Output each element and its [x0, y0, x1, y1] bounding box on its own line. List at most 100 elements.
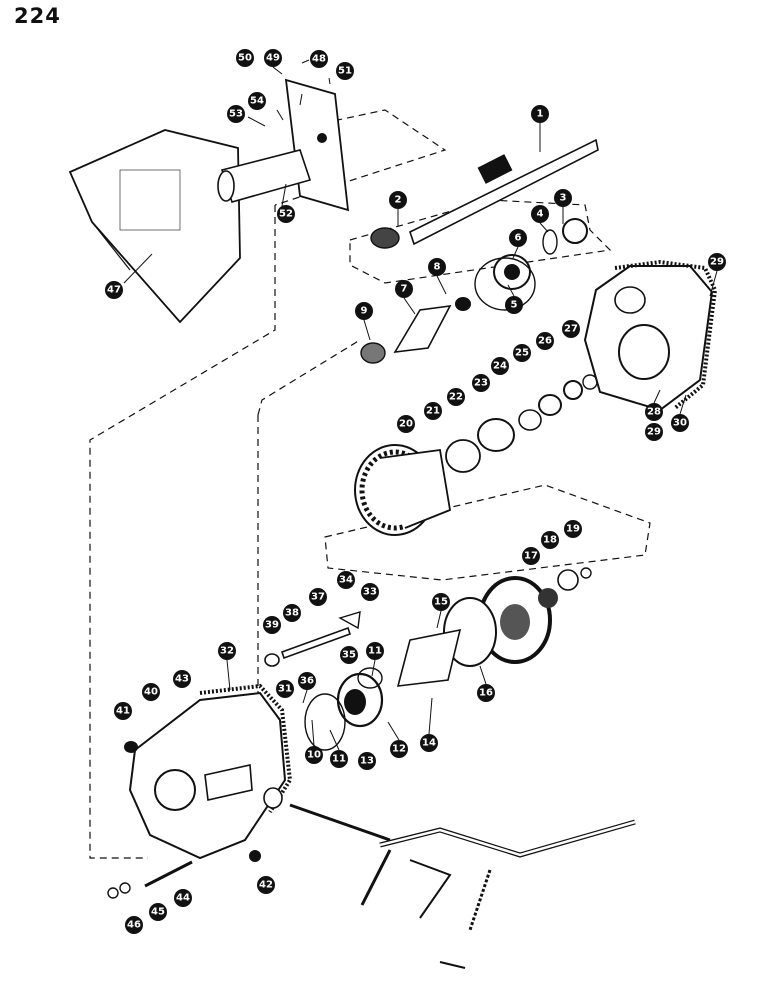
- leader-lines: [123, 59, 718, 751]
- svg-text:43: 43: [175, 674, 189, 685]
- svg-text:35: 35: [342, 650, 356, 661]
- callout-38: 38: [283, 604, 301, 622]
- callout-28: 28: [645, 403, 663, 421]
- svg-text:32: 32: [220, 646, 234, 657]
- callout-48: 48: [310, 50, 328, 68]
- pinion-shaft-part: [360, 305, 452, 364]
- pedal-linkage-part: [289, 803, 636, 969]
- svg-text:7: 7: [401, 284, 408, 295]
- svg-text:26: 26: [538, 336, 552, 347]
- callout-42: 42: [257, 876, 275, 894]
- intermediate-gear-part: [354, 374, 598, 536]
- callout-18: 18: [541, 531, 559, 549]
- callout-41: 41: [114, 702, 132, 720]
- callout-19: 19: [564, 520, 582, 538]
- svg-text:22: 22: [449, 392, 463, 403]
- callout-6: 6: [509, 229, 527, 247]
- svg-text:9: 9: [361, 306, 368, 317]
- svg-text:16: 16: [479, 688, 493, 699]
- svg-text:28: 28: [647, 407, 661, 418]
- callout-47: 47: [105, 281, 123, 299]
- callout-17: 17: [522, 547, 540, 565]
- callout-40: 40: [142, 683, 160, 701]
- callout-35: 35: [340, 646, 358, 664]
- shield-part: [68, 129, 241, 324]
- callout-44: 44: [174, 889, 192, 907]
- page-number: 224: [14, 4, 61, 28]
- callout-23: 23: [472, 374, 490, 392]
- callout-37: 37: [309, 588, 327, 606]
- callout-51: 51: [336, 62, 354, 80]
- svg-text:27: 27: [564, 324, 578, 335]
- svg-text:54: 54: [250, 96, 264, 107]
- callout-10: 10: [305, 746, 323, 764]
- callout-27: 27: [562, 320, 580, 338]
- svg-text:19: 19: [566, 524, 580, 535]
- svg-text:25: 25: [515, 348, 529, 359]
- svg-text:36: 36: [300, 676, 314, 687]
- svg-text:52: 52: [279, 209, 293, 220]
- svg-text:12: 12: [392, 744, 406, 755]
- release-bearing-part: [304, 667, 384, 751]
- callout-9: 9: [355, 302, 373, 320]
- svg-text:51: 51: [338, 66, 352, 77]
- svg-text:38: 38: [285, 608, 299, 619]
- svg-text:41: 41: [116, 706, 130, 717]
- upper-bearing-parts: [370, 218, 588, 311]
- callout-46: 46: [125, 916, 143, 934]
- callout-30: 30: [671, 414, 689, 432]
- svg-text:15: 15: [434, 597, 448, 608]
- svg-text:2: 2: [395, 195, 402, 206]
- clutch-assembly-part: [396, 567, 592, 687]
- callout-29b: 29: [645, 423, 663, 441]
- callout-11b: 11: [330, 750, 348, 768]
- callout-52: 52: [277, 205, 295, 223]
- callout-7: 7: [395, 280, 413, 298]
- callout-3: 3: [554, 189, 572, 207]
- svg-text:40: 40: [144, 687, 158, 698]
- svg-text:34: 34: [339, 575, 353, 586]
- callout-50: 50: [236, 49, 254, 67]
- callout-29a: 29: [708, 253, 726, 271]
- svg-text:5: 5: [511, 300, 518, 311]
- svg-text:6: 6: [515, 233, 522, 244]
- callout-16: 16: [477, 684, 495, 702]
- callout-33: 33: [361, 583, 379, 601]
- callout-14: 14: [420, 734, 438, 752]
- callout-2: 2: [389, 191, 407, 209]
- svg-text:53: 53: [229, 109, 243, 120]
- input-shaft-part: [409, 138, 599, 246]
- callout-24: 24: [491, 357, 509, 375]
- svg-text:11: 11: [368, 646, 382, 657]
- svg-text:46: 46: [127, 920, 141, 931]
- callout-12: 12: [390, 740, 408, 758]
- callout-34: 34: [337, 571, 355, 589]
- svg-text:13: 13: [360, 756, 374, 767]
- housing-part: [107, 683, 293, 899]
- callout-36: 36: [298, 672, 316, 690]
- callout-1: 1: [531, 105, 549, 123]
- svg-text:33: 33: [363, 587, 377, 598]
- svg-text:14: 14: [422, 738, 436, 749]
- svg-text:17: 17: [524, 551, 538, 562]
- bearing-cage-part: [583, 259, 718, 412]
- callout-20: 20: [397, 415, 415, 433]
- svg-text:1: 1: [537, 109, 544, 120]
- svg-text:39: 39: [265, 620, 279, 631]
- svg-text:29: 29: [647, 427, 661, 438]
- callout-49: 49: [264, 49, 282, 67]
- svg-text:11: 11: [332, 754, 346, 765]
- shift-rod-part: [264, 611, 361, 667]
- callout-15: 15: [432, 593, 450, 611]
- svg-text:50: 50: [238, 53, 252, 64]
- svg-text:23: 23: [474, 378, 488, 389]
- callout-39: 39: [263, 616, 281, 634]
- callout-25: 25: [513, 344, 531, 362]
- callout-54: 54: [248, 92, 266, 110]
- callout-31: 31: [276, 680, 294, 698]
- callout-13: 13: [358, 752, 376, 770]
- callout-5: 5: [505, 296, 523, 314]
- callout-45: 45: [149, 903, 167, 921]
- svg-text:10: 10: [307, 750, 321, 761]
